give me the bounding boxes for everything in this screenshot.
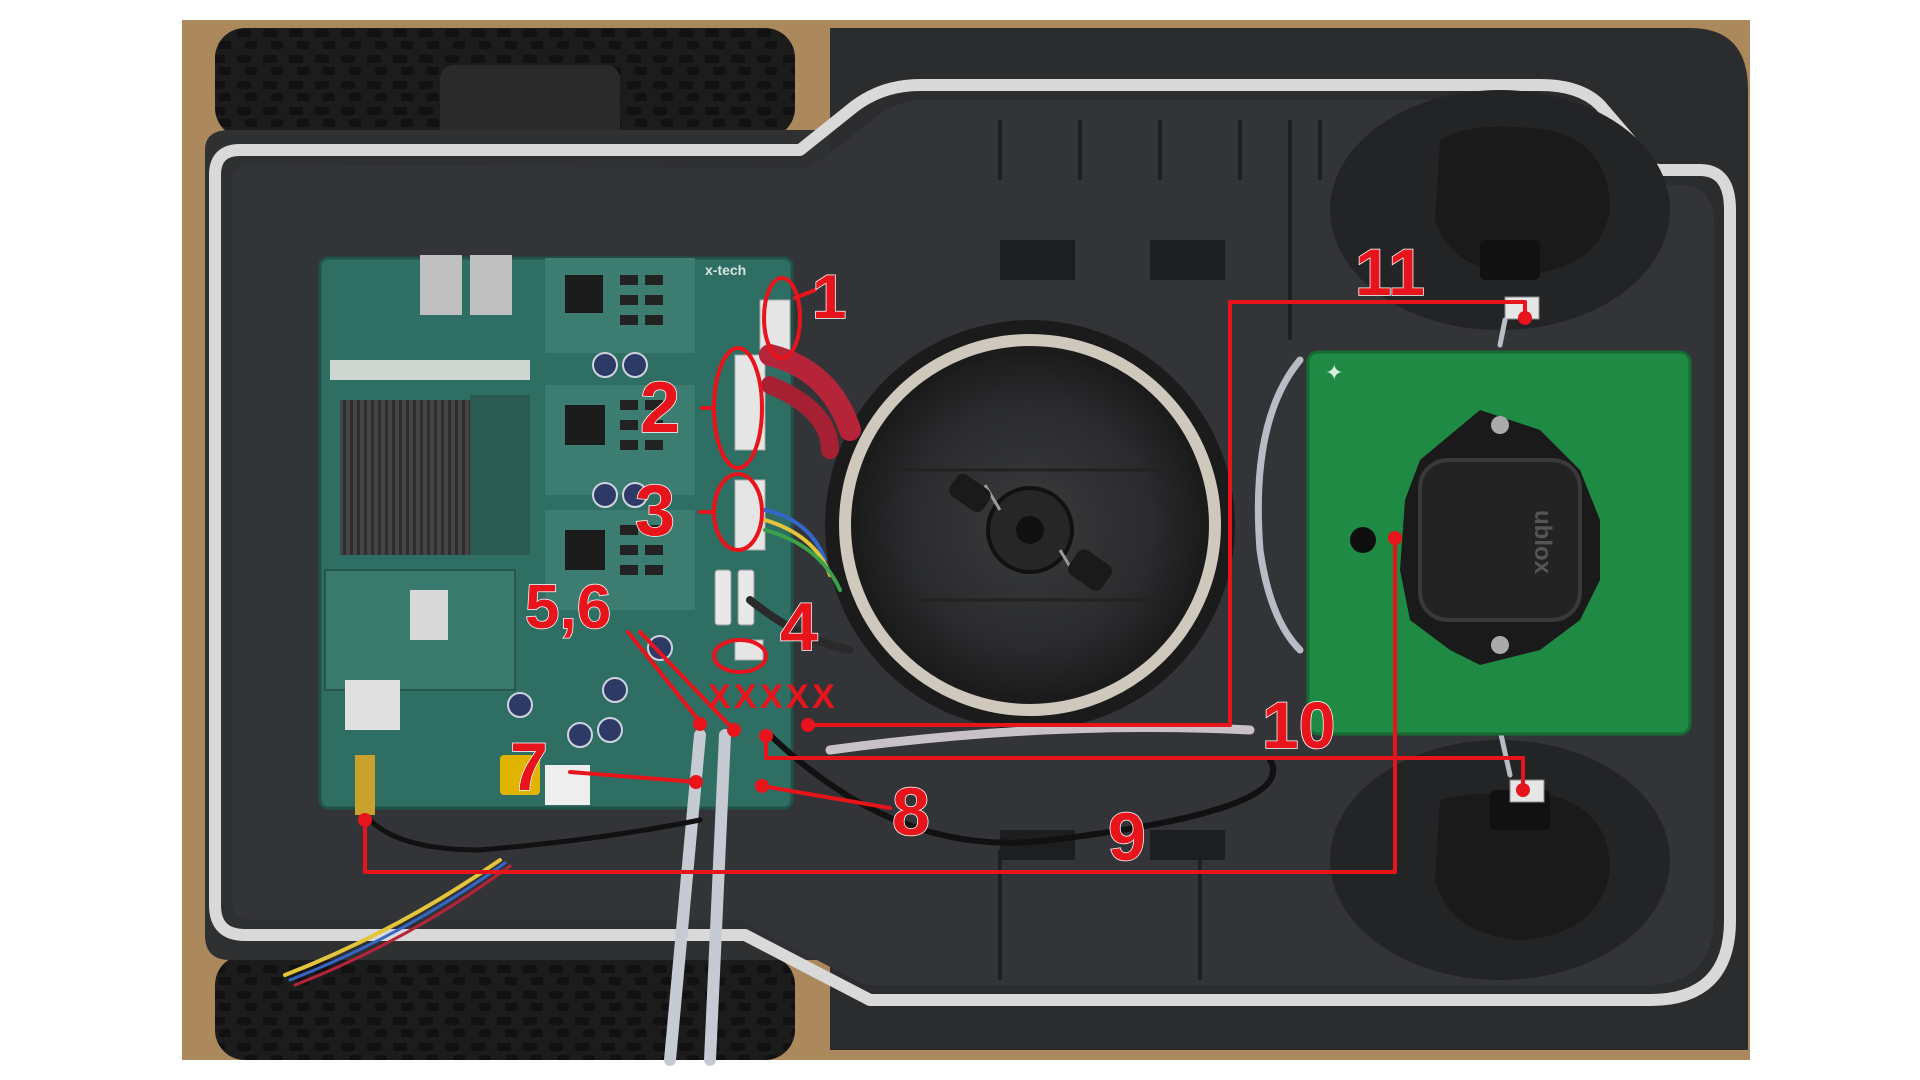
annotation-overlay (358, 276, 1532, 874)
dot-5 (693, 717, 707, 731)
label-10: 10 (1262, 688, 1335, 762)
sma-connector (355, 755, 375, 815)
compute-module-heatsink (340, 400, 470, 555)
route-10 (764, 734, 1525, 792)
x-mark: X (734, 678, 757, 716)
pcb-brand-text: x-tech (705, 262, 746, 278)
leader-6 (638, 630, 734, 730)
gnss-antenna-brand: ublox (1529, 510, 1556, 575)
fuses (714, 569, 755, 626)
x-mark: X (760, 678, 783, 716)
gnss-receiver-module (345, 680, 400, 730)
dot-8 (755, 779, 769, 793)
wheel-bottom-left (215, 955, 795, 1060)
dot-6 (727, 723, 741, 737)
gnss-antenna-board: ublox ✦ (1306, 350, 1692, 736)
label-11: 11 (1355, 235, 1425, 309)
label-2: 2 (640, 368, 680, 448)
ethernet-jack-1 (420, 255, 462, 315)
leader-1 (793, 288, 817, 300)
marker-ellipse-4 (712, 638, 768, 674)
leader-5 (626, 630, 702, 724)
label-7: 7 (510, 729, 548, 805)
x-mark: X (812, 678, 835, 716)
label-4: 4 (780, 589, 818, 665)
motor-driver-module-3 (545, 510, 695, 610)
wheel-top-left (215, 28, 795, 145)
leader-8 (760, 784, 892, 810)
motor-driver-module-2 (545, 385, 695, 495)
label-8: 8 (892, 774, 930, 850)
x-mark: X (786, 678, 809, 716)
marker-ellipse-1 (762, 276, 802, 360)
tray-slots (1000, 240, 1225, 860)
x-mark: X (708, 678, 731, 716)
dot-motor-top (1518, 311, 1532, 325)
label-5-6: 5,6 (525, 573, 611, 642)
route-9 (363, 536, 1397, 874)
motor-well-bottom (1330, 740, 1670, 980)
dot-antenna (1388, 531, 1402, 545)
dot-motor-bottom (1516, 783, 1530, 797)
gnss-antenna (1418, 458, 1582, 622)
dot-11 (801, 718, 815, 732)
dot-7 (689, 775, 703, 789)
motor-driver-module-1 (545, 258, 695, 353)
label-9: 9 (1108, 799, 1146, 875)
label-3: 3 (635, 471, 675, 551)
cutting-motor (825, 320, 1235, 730)
wires (283, 317, 1513, 1066)
dot-10 (759, 729, 773, 743)
capacitors (507, 352, 673, 748)
main-pcb: x-tech (318, 255, 794, 815)
gasket-seal (209, 79, 1736, 1006)
dot-sma (358, 813, 372, 827)
gnss-board-icon: ✦ (1325, 361, 1343, 386)
label-1: 1 (812, 263, 846, 332)
ethernet-jack-2 (470, 255, 512, 315)
route-11 (806, 300, 1527, 727)
xt60-connector (500, 755, 540, 795)
antenna-mount-hole (1350, 527, 1376, 553)
leader-7 (568, 770, 698, 784)
motor-well-top (1330, 90, 1670, 330)
x-marks-row: X X X X X (708, 678, 835, 716)
